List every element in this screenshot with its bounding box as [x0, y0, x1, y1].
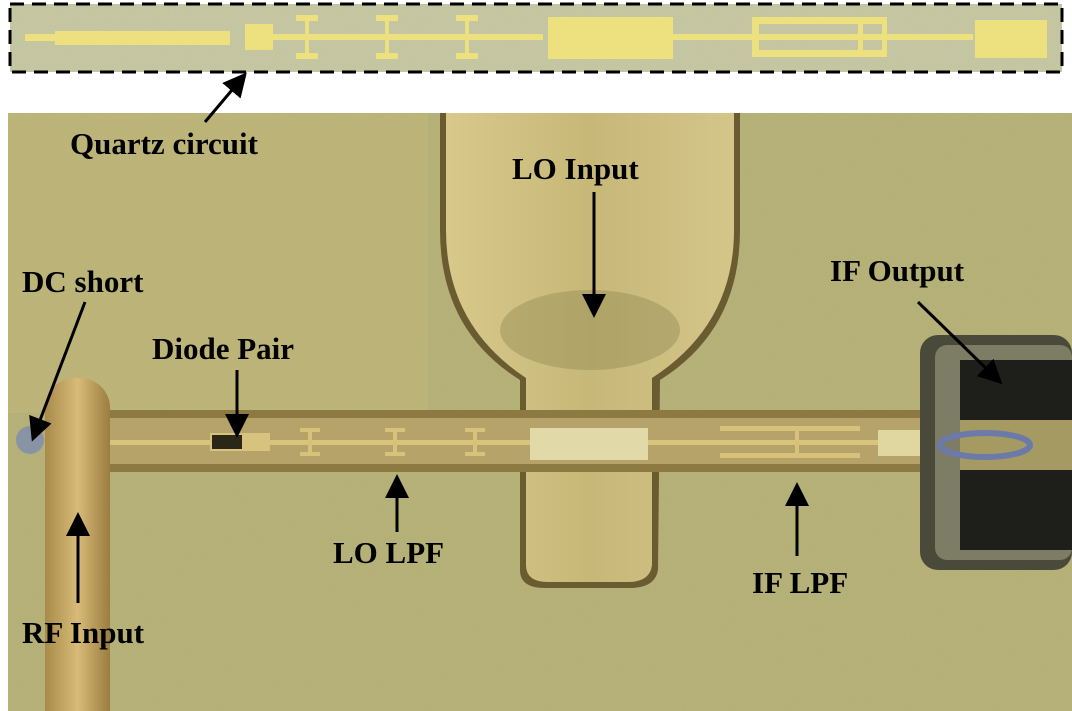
quartz-circuit-strip	[8, 2, 1064, 74]
arrow-dc-short	[29, 301, 87, 442]
arrow-if-output	[916, 300, 1003, 385]
arrow-quartz-circuit	[203, 72, 247, 123]
label-lo-input: LO Input	[512, 151, 639, 186]
annotation-arrows	[29, 72, 1003, 603]
label-rf-input: RF Input	[22, 615, 145, 650]
label-quartz-circuit: Quartz circuit	[70, 126, 258, 161]
micrograph-photo	[8, 113, 1072, 711]
label-if-output: IF Output	[830, 253, 965, 288]
label-lo-lpf: LO LPF	[333, 535, 445, 570]
label-dc-short: DC short	[22, 264, 144, 299]
label-if-lpf: IF LPF	[752, 565, 849, 600]
label-diode-pair: Diode Pair	[152, 331, 295, 366]
